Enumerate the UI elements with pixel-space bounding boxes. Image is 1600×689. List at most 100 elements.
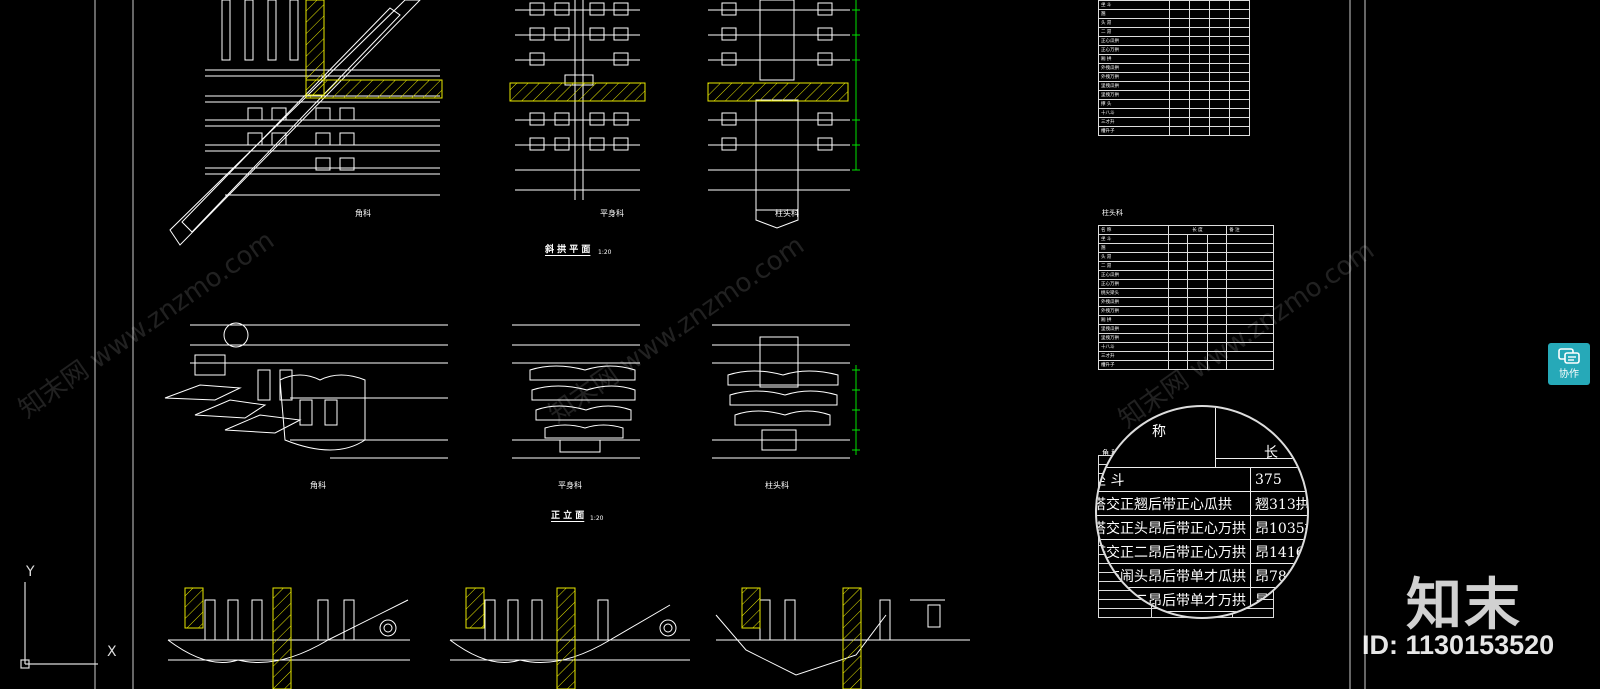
ucs-icon: [20, 582, 98, 669]
schedule-row: 桃尖梁头: [1098, 288, 1274, 298]
plan-wall-hatch-h: [305, 79, 443, 99]
magnifier-cell-value: 昂1155拱: [1250, 587, 1307, 612]
schedule-row: 撑 头: [1097, 99, 1250, 109]
elevation-scale: 1:20: [590, 515, 604, 522]
schedule-cell-name: 里拽万拱: [1097, 90, 1171, 100]
schedule-row: 坐 斗: [1098, 234, 1274, 244]
schedule-cell-name: 二 昂: [1098, 261, 1169, 271]
magnifier-cell-name: 坐 斗: [1097, 467, 1251, 492]
magnifier-header-length: 长: [1264, 445, 1278, 461]
magnifier-cell-value: 昂1416拱: [1250, 539, 1307, 564]
schedule-row: 二 昂: [1097, 27, 1250, 37]
schedule-cell-name: 撑 头: [1097, 99, 1171, 109]
zhutou-schedule-title: 柱头科: [1102, 209, 1123, 217]
schedule-cell-name: 厢 拱: [1098, 315, 1169, 325]
schedule-row: 外拽瓜拱: [1097, 63, 1250, 73]
plan-intermediate-hatch: [509, 82, 646, 102]
schedule-row: 正心瓜拱: [1098, 270, 1274, 280]
jiaoke-schedule-title: 角 科: [1102, 449, 1119, 457]
section-hatch-6: [842, 587, 862, 689]
elev-label-corner: 角科: [310, 481, 326, 490]
schedule-row: 三才升: [1097, 117, 1250, 127]
schedule-cell-name: 外拽瓜拱: [1098, 297, 1169, 307]
schedule-row: 翘: [1098, 243, 1274, 253]
magnifier-cell-name: 搭交闹头昂后带单才瓜拱: [1097, 563, 1251, 588]
schedule-row: 头 昂: [1098, 252, 1274, 262]
schedule-cell-name: 十八斗: [1097, 108, 1171, 118]
magnifier-cell-value: 昂785拱: [1250, 563, 1307, 588]
schedule-cell-name: 里拽万拱: [1098, 333, 1169, 343]
elev-label-column: 柱头科: [765, 481, 789, 490]
plan-title: 斜 拱 平 面: [545, 245, 591, 255]
section-hatch-1: [184, 587, 204, 629]
schedule-cell-name: 槽升子: [1097, 126, 1171, 136]
schedule-row: 里拽万拱: [1097, 90, 1250, 100]
schedule-row: 槽升子: [1098, 360, 1274, 370]
section-hatch-2: [272, 587, 292, 689]
plan-column-hatch: [707, 82, 849, 102]
schedule-row: 里拽瓜拱: [1097, 81, 1250, 91]
magnifier-cell-name: 搭交正翘后带正心瓜拱: [1097, 491, 1251, 516]
magnifier-cell-name: 搭交闹二昂后带单才万拱: [1097, 587, 1251, 612]
plan-corner-bracket: [169, 0, 440, 246]
elev-intermediate-bracket: [512, 324, 640, 459]
magnifier-cell-name: 搭交正头昂后带正心万拱: [1097, 515, 1251, 540]
schedule-table-zhutou: 名 称 长 度 备 注 坐 斗 翘 头 昂 二 昂 正心瓜拱 正心万拱 桃尖梁头…: [1098, 225, 1274, 370]
magnifier-cell-value: 375: [1250, 467, 1307, 492]
schedule-row: 翘: [1097, 9, 1250, 19]
schedule-row: 头 昂: [1097, 18, 1250, 28]
chat-icon: [1558, 348, 1580, 364]
magnifier-row: 搭交闹头昂后带单才瓜拱昂785拱: [1097, 563, 1307, 588]
schedule-cell-name: 厢 拱: [1097, 54, 1171, 64]
plan-scale: 1:20: [598, 249, 612, 256]
section-hatch-3: [465, 587, 485, 629]
magnifier-header-name: 称: [1152, 424, 1166, 440]
ucs-y-label: Y: [26, 564, 35, 580]
collab-label: 协作: [1559, 369, 1579, 380]
schedule-row: 槽升子: [1097, 126, 1250, 136]
schedule-cell-name: 桃尖梁头: [1098, 288, 1169, 298]
schedule-row: 外拽瓜拱: [1098, 297, 1274, 307]
schedule-row: 十八斗: [1098, 342, 1274, 352]
elev-dimension-line: [852, 365, 860, 455]
plan-dimension-line: [852, 0, 860, 171]
section-drawings: [167, 599, 970, 676]
magnifier-cell-name: 搭交正二昂后带正心万拱: [1097, 539, 1251, 564]
ucs-x-label: X: [107, 644, 117, 660]
schedule-cell-name: 外拽瓜拱: [1097, 63, 1171, 73]
schedule-cell-name: 正心瓜拱: [1098, 270, 1169, 280]
watermark-logo: 知末: [1406, 573, 1522, 638]
plan-label-corner: 角科: [355, 209, 371, 218]
magnifier-table: 坐 斗375搭交正翘后带正心瓜拱翘313拱搭交正头昂后带正心万拱昂1035拱搭交…: [1097, 467, 1307, 612]
collab-button[interactable]: 协作: [1548, 343, 1590, 385]
schedule-row: 三才升: [1098, 351, 1274, 361]
schedule-cell-name: 槽升子: [1098, 360, 1169, 370]
schedule-header-row: 名 称 长 度 备 注: [1098, 225, 1274, 235]
magnifier-row: 搭交正二昂后带正心万拱昂1416拱: [1097, 539, 1307, 564]
schedule-cell-name: 二 昂: [1097, 27, 1171, 37]
plan-label-intermediate: 平身科: [600, 209, 624, 218]
schedule-cell-name: 里拽瓜拱: [1098, 324, 1169, 334]
magnifier-row: 搭交闹二昂后带单才万拱昂1155拱: [1097, 587, 1307, 612]
schedule-cell-name: 里拽瓜拱: [1097, 81, 1171, 91]
schedule-row: 厢 拱: [1097, 54, 1250, 64]
schedule-cell-name: 正心万拱: [1098, 279, 1169, 289]
section-hatch-4: [556, 587, 576, 689]
elev-corner-bracket: [164, 322, 448, 459]
schedule-cell-name: 外拽万拱: [1098, 306, 1169, 316]
watermark-id: ID: 1130153520: [1362, 630, 1555, 660]
schedule-cell-name: 外拽万拱: [1097, 72, 1171, 82]
schedule-row: 正心万拱: [1098, 279, 1274, 289]
schedule-cell-name: 翘: [1097, 9, 1171, 19]
schedule-row: 十八斗: [1097, 108, 1250, 118]
schedule-row: 里拽瓜拱: [1098, 324, 1274, 334]
schedule-cell-name: 坐 斗: [1097, 0, 1171, 10]
sheet-frame: [94, 0, 1366, 689]
schedule-row: 厢 拱: [1098, 315, 1274, 325]
schedule-row: 里拽万拱: [1098, 333, 1274, 343]
schedule-row: 二 昂: [1098, 261, 1274, 271]
section-hatch-5: [741, 587, 761, 629]
schedule-cell-name: 正心瓜拱: [1097, 36, 1171, 46]
